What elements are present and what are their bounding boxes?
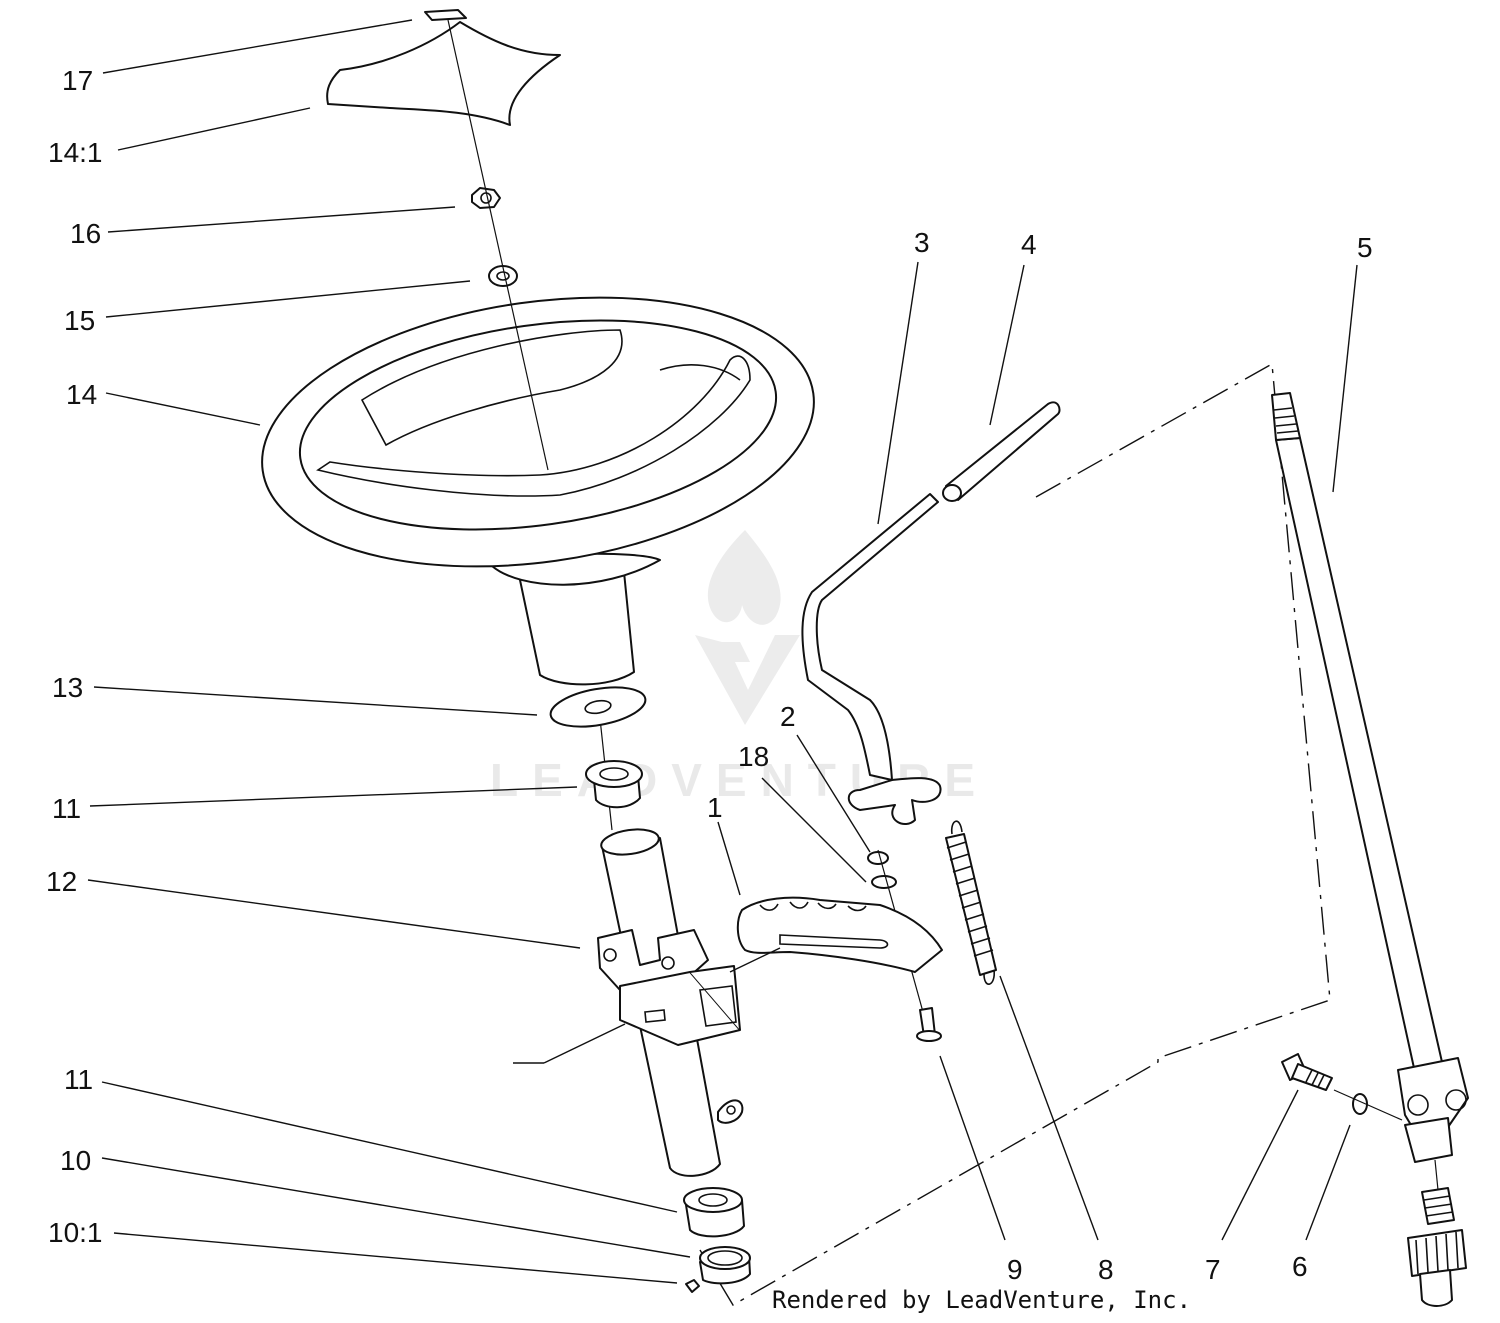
part-15-washer-hole bbox=[496, 271, 510, 281]
part-11-lower-bushing bbox=[683, 1187, 745, 1238]
callout-14-1: 14:1 bbox=[48, 137, 103, 168]
part-13-flat-washer bbox=[549, 686, 647, 728]
callout-9: 9 bbox=[1007, 1254, 1023, 1285]
callout-10: 10 bbox=[60, 1145, 91, 1176]
v-logo-icon bbox=[695, 635, 800, 725]
callout-11-top: 11 bbox=[52, 793, 81, 824]
bolt-7-axis bbox=[1333, 1089, 1403, 1121]
part-9-bolt bbox=[916, 1007, 942, 1042]
part-3-lift-rod bbox=[801, 493, 942, 825]
part-10-1-set-screw bbox=[685, 1279, 700, 1293]
part-18-washer bbox=[871, 875, 897, 889]
u-joint-hole-right bbox=[1445, 1089, 1467, 1111]
part-14-steering-wheel bbox=[261, 296, 815, 686]
flame-logo-icon bbox=[707, 530, 781, 625]
part-10-collar bbox=[699, 1246, 751, 1285]
u-joint-hole-left bbox=[1407, 1094, 1429, 1116]
callout-11-bottom: 11 bbox=[64, 1064, 93, 1095]
part-4-handle-grip bbox=[942, 401, 1061, 502]
callout-13: 13 bbox=[52, 672, 83, 703]
callout-2: 2 bbox=[780, 701, 796, 732]
steering-axis-upper bbox=[447, 19, 549, 471]
part-13-washer-hole bbox=[584, 699, 612, 715]
part-5-steering-shaft bbox=[1271, 392, 1469, 1307]
callout-16: 16 bbox=[70, 218, 101, 249]
callout-15: 15 bbox=[64, 305, 95, 336]
phantom-outline bbox=[699, 362, 1331, 1306]
part-17-cap bbox=[424, 9, 467, 21]
callout-5: 5 bbox=[1357, 232, 1373, 263]
part-11-upper-bushing bbox=[585, 760, 643, 809]
callout-4: 4 bbox=[1021, 229, 1037, 260]
callout-8: 8 bbox=[1098, 1254, 1114, 1285]
callout-7: 7 bbox=[1205, 1254, 1221, 1285]
part-1-lift-handle bbox=[736, 896, 943, 973]
leader-lines bbox=[87, 19, 1358, 1284]
callout-1: 1 bbox=[707, 792, 723, 823]
part-8-spring bbox=[945, 820, 997, 985]
part-2-nut bbox=[867, 851, 889, 865]
callout-6: 6 bbox=[1292, 1251, 1308, 1282]
render-credit: Rendered by LeadVenture, Inc. bbox=[772, 1286, 1191, 1314]
part-7-bolt bbox=[1281, 1053, 1333, 1091]
callout-labels: 17 14:1 16 15 14 13 11 12 11 10 10:1 3 4… bbox=[46, 65, 1373, 1285]
part-16-nut bbox=[471, 187, 501, 209]
callout-3: 3 bbox=[914, 227, 930, 258]
part-14-1-insert bbox=[326, 21, 561, 126]
callout-18: 18 bbox=[738, 741, 769, 772]
callout-10-1: 10:1 bbox=[48, 1217, 103, 1248]
callout-17: 17 bbox=[62, 65, 93, 96]
callout-12: 12 bbox=[46, 866, 77, 897]
callout-14: 14 bbox=[66, 379, 97, 410]
part-12-steering-support bbox=[597, 828, 744, 1177]
